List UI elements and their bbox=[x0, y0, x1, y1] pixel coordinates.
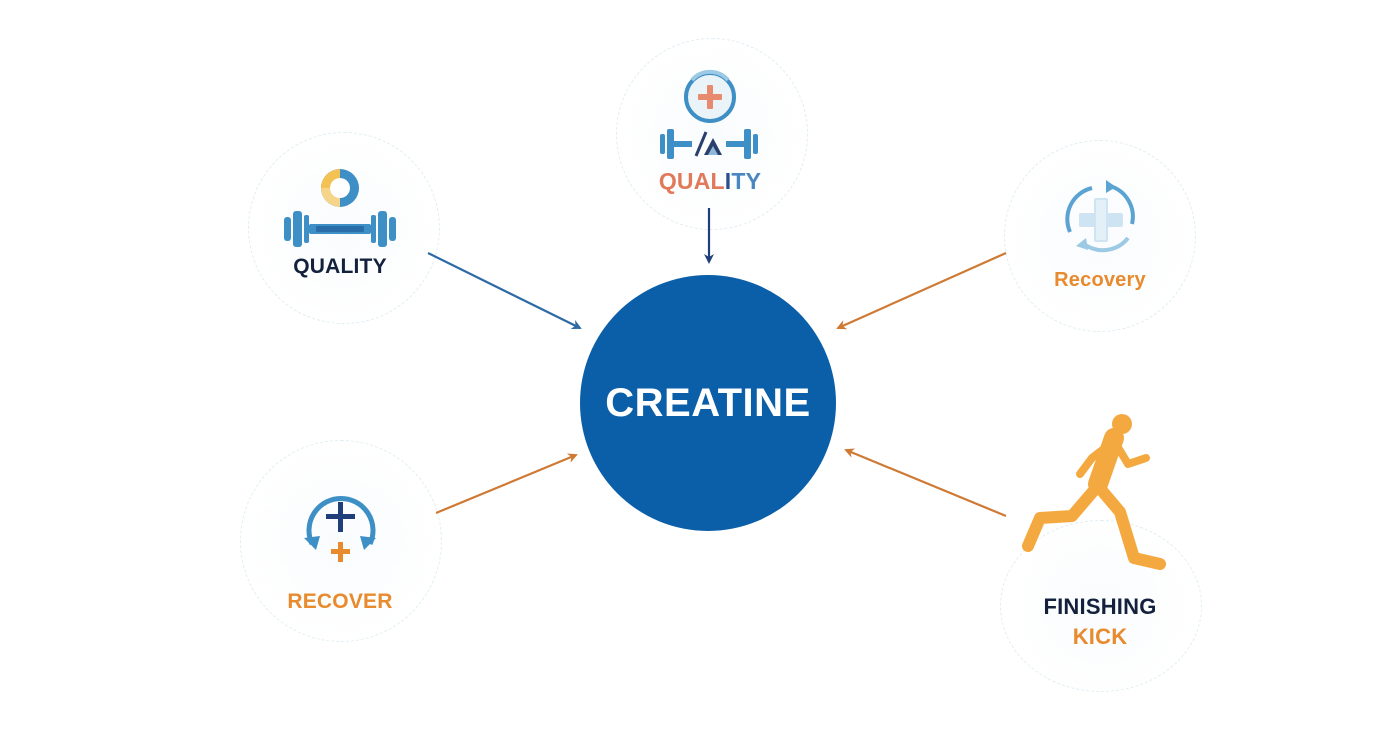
runner-icon bbox=[1022, 414, 1166, 570]
dumbbell-icon bbox=[726, 129, 758, 159]
arrow-bottom-right bbox=[844, 448, 1007, 518]
center-label: CREATINE bbox=[605, 380, 811, 425]
node-top-left-icons bbox=[284, 169, 396, 247]
medical-cross-icon bbox=[684, 69, 736, 123]
halo-bottom-left bbox=[240, 440, 442, 642]
halo-bottom-right bbox=[1000, 520, 1202, 692]
node-top-left: QUALITY bbox=[260, 164, 420, 284]
node-top-right: Recovery bbox=[1020, 178, 1180, 298]
plus-icon bbox=[331, 542, 350, 562]
divider-slash bbox=[694, 131, 708, 157]
plus-cycle-icon bbox=[304, 495, 376, 550]
recovery-cycle-icon bbox=[1065, 180, 1135, 253]
node-bottom-right: FINISHING KICK bbox=[1010, 408, 1190, 658]
node-bottom-left: RECOVER bbox=[260, 480, 420, 620]
node-bottom-left-icons bbox=[304, 495, 376, 562]
center-circle: CREATINE bbox=[580, 275, 836, 531]
node-top-right-icons bbox=[1065, 180, 1135, 253]
arrow-top-right bbox=[836, 251, 1007, 330]
node-top-right-label: Recovery bbox=[1054, 269, 1146, 291]
node-top-left-label: QUALITY bbox=[293, 255, 387, 278]
node-bottom-right-icons bbox=[1022, 414, 1166, 570]
node-bottom-right-label-line1: FINISHING bbox=[1043, 594, 1157, 619]
node-bottom-right-label-line2: KICK bbox=[1072, 624, 1128, 649]
arrow-bottom-left bbox=[435, 453, 578, 515]
label-part-qual: QUAL bbox=[658, 168, 725, 194]
pie-chart-icon bbox=[321, 169, 359, 207]
dumbbell-icon bbox=[660, 129, 692, 159]
node-top-icons bbox=[660, 69, 758, 159]
label-part-i: I bbox=[724, 168, 732, 194]
node-top: QUALITY bbox=[630, 66, 790, 196]
node-bottom-left-label: RECOVER bbox=[287, 590, 393, 613]
arrow-top-left bbox=[427, 252, 582, 329]
dumbbell-icon bbox=[284, 211, 396, 247]
node-top-label: QUALITY bbox=[630, 168, 790, 195]
label-part-ty: TY bbox=[731, 168, 762, 194]
